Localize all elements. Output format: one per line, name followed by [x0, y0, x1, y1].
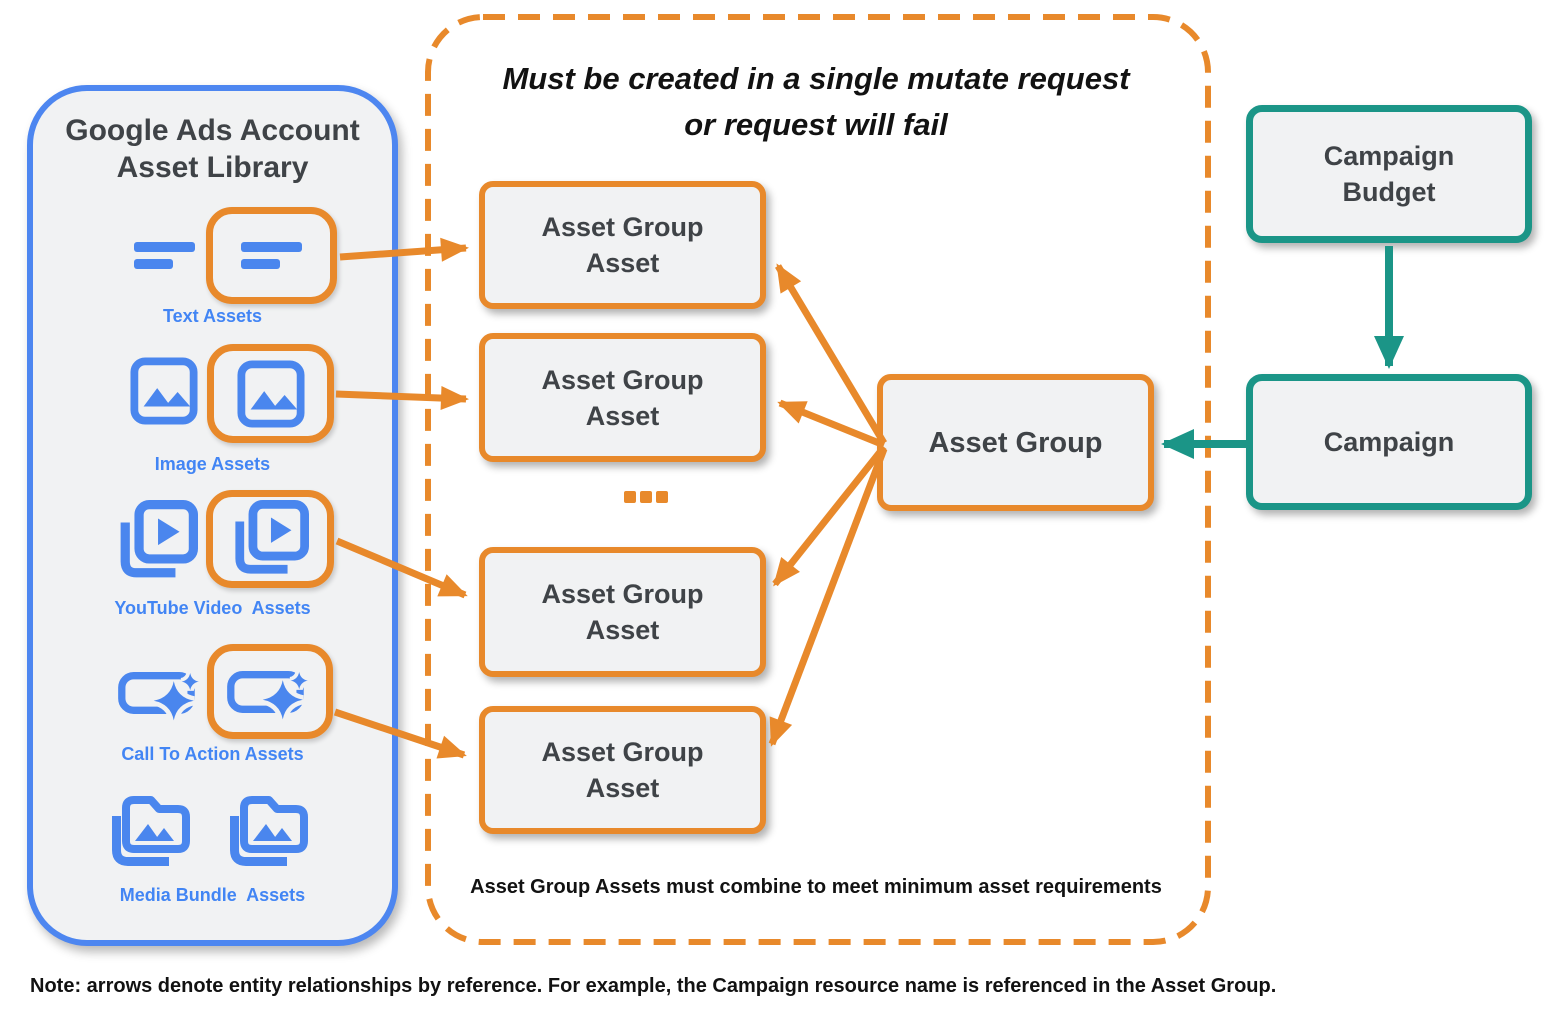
asset-library-title-text: Google Ads Account Asset Library: [65, 114, 360, 184]
asset-group-asset-label: Asset Group Asset: [541, 579, 704, 645]
media-bundle-assets-label: Media Bundle Assets: [119, 885, 306, 905]
reference-note: Note: arrows denote entity relationships…: [30, 975, 1277, 997]
youtube-video-asset-icon: [235, 500, 309, 574]
asset-group-box: Asset Group: [877, 374, 1154, 511]
call-to-action-asset-icon: [227, 670, 309, 720]
mutate-request-title-line1: Must be created in a single mutate reque…: [502, 61, 1130, 96]
ellipsis: [624, 491, 668, 503]
campaign-budget-box: Campaign Budget: [1246, 105, 1532, 243]
asset-requirements-footnote: Asset Group Assets must combine to meet …: [470, 876, 1162, 898]
ellipsis-dot: [624, 491, 636, 503]
image-asset-icon: [130, 357, 198, 425]
image-asset-icon: [236, 359, 305, 428]
campaign-budget-label: Campaign Budget: [1323, 141, 1455, 207]
media-bundle-asset-icon: [112, 796, 190, 866]
ellipsis-dot: [656, 491, 668, 503]
asset-group-label: Asset Group: [928, 426, 1103, 459]
youtube-video-assets-label: YouTube Video Assets: [114, 598, 311, 618]
text-asset-icon: [134, 242, 195, 269]
arrow-asset-group-to-asset-group-asset-2: [777, 399, 886, 449]
arrow-asset-group-to-asset-group-asset-4: [768, 447, 888, 747]
asset-group-asset-box: Asset Group Asset: [479, 181, 766, 309]
asset-library-title: Google Ads Account Asset Library: [27, 112, 398, 186]
asset-group-asset-label: Asset Group Asset: [541, 212, 704, 278]
asset-group-asset-label: Asset Group Asset: [541, 737, 704, 803]
call-to-action-asset-icon: [118, 672, 200, 722]
youtube-video-asset-highlight-box: [206, 490, 334, 588]
asset-group-asset-box: Asset Group Asset: [479, 547, 766, 677]
arrow-asset-group-to-asset-group-asset-1: [774, 263, 888, 445]
asset-group-asset-label: Asset Group Asset: [541, 364, 704, 431]
text-asset-highlight-box: [206, 207, 337, 304]
asset-group-asset-box: Asset Group Asset: [479, 333, 766, 462]
youtube-video-asset-icon: [120, 500, 198, 578]
text-asset-icon: [240, 241, 302, 269]
asset-group-asset-box: Asset Group Asset: [479, 706, 766, 834]
image-asset-highlight-box: [207, 344, 334, 443]
arrow-asset-group-to-asset-group-asset-3: [772, 444, 887, 587]
image-assets-label: Image Assets: [154, 454, 271, 474]
campaign-box: Campaign: [1246, 374, 1532, 510]
mutate-request-title: Must be created in a single mutate reque…: [460, 56, 1172, 148]
ellipsis-dot: [640, 491, 652, 503]
campaign-label: Campaign: [1323, 427, 1455, 457]
call-to-action-asset-highlight-box: [207, 644, 333, 739]
mutate-request-title-line2: or request will fail: [684, 107, 948, 142]
call-to-action-assets-label: Call To Action Assets: [121, 744, 304, 764]
media-bundle-asset-icon: [230, 796, 308, 866]
text-assets-label: Text Assets: [162, 306, 263, 326]
